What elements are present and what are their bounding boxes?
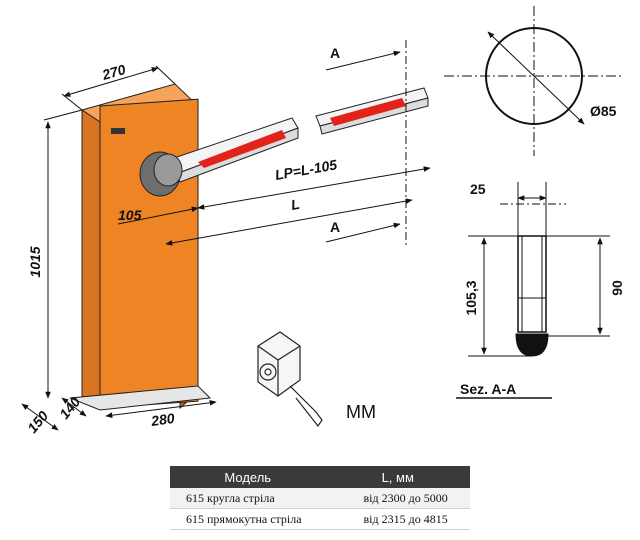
barrier-drawing: 270 1015 140 150 280 105 LP=L-105 L A A … xyxy=(21,6,625,436)
dim-pivot-offset: 105 xyxy=(118,207,142,223)
barrier-post xyxy=(69,83,212,411)
dim-section-height-outer: 105,3 xyxy=(463,280,479,315)
table-header-row: Модель L, мм xyxy=(170,466,470,488)
section-title: Sez. A-A xyxy=(460,381,516,397)
dim-height: 1015 xyxy=(27,246,43,277)
table-header-model: Модель xyxy=(170,466,326,488)
accessory-label: MM xyxy=(346,402,376,422)
boom-arm xyxy=(167,87,429,183)
table-row: 615 кругла стріла від 2300 до 5000 xyxy=(170,488,470,509)
boom-hub xyxy=(139,151,183,197)
dim-length-lp: LP=L-105 xyxy=(274,156,339,183)
round-section xyxy=(444,6,622,156)
section-mark-top: A xyxy=(330,45,340,61)
dim-length-l: L xyxy=(290,196,301,213)
dim-section-width: 25 xyxy=(470,181,486,197)
mm-accessory xyxy=(257,331,323,428)
table-cell-model: 615 прямокутна стріла xyxy=(170,508,326,530)
dim-base-depth-2: 150 xyxy=(24,408,51,436)
table-cell-length: від 2315 до 4815 xyxy=(325,508,470,530)
dimension-lines xyxy=(21,40,431,431)
rect-section xyxy=(456,182,610,399)
table-header-length: L, мм xyxy=(325,466,470,488)
model-table: Модель L, мм 615 кругла стріла від 2300 … xyxy=(170,466,470,530)
dim-base-width: 280 xyxy=(149,410,176,429)
table-cell-length: від 2300 до 5000 xyxy=(325,488,470,509)
table-cell-model: 615 кругла стріла xyxy=(170,488,326,509)
dim-section-height-inner: 90 xyxy=(609,280,625,296)
table-row: 615 прямокутна стріла від 2315 до 4815 xyxy=(170,508,470,530)
dim-diameter: Ø85 xyxy=(590,103,617,119)
section-mark-bottom: A xyxy=(330,219,340,235)
dim-box-width: 270 xyxy=(99,61,127,83)
